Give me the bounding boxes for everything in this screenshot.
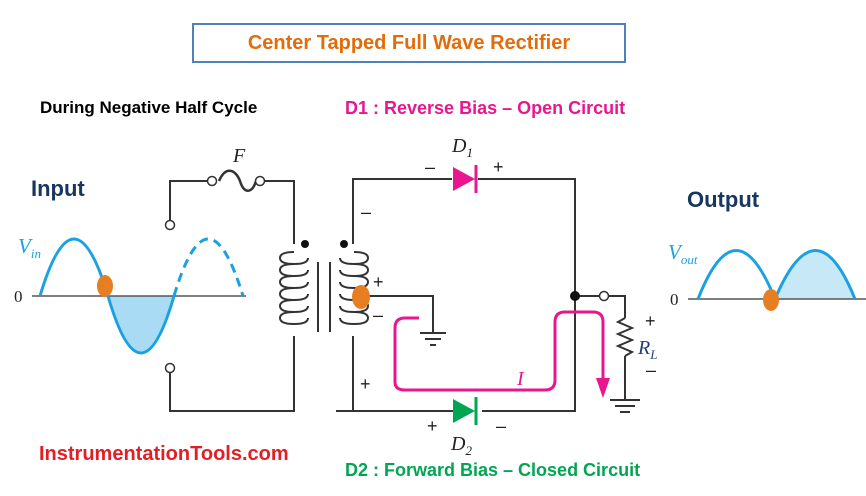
brand-label: InstrumentationTools.com (39, 443, 289, 465)
d2-symbol (453, 399, 475, 423)
secondary-bottom-polarity: + (360, 374, 371, 394)
secondary-center-minus: – (373, 305, 383, 325)
fuse-label: F (232, 145, 246, 167)
diode-d1: D1 – + (425, 135, 504, 193)
d1-label: D1 (451, 135, 473, 160)
d2-right-polarity: – (496, 416, 506, 436)
output-position-marker (763, 289, 779, 311)
input-wave-dashed (172, 237, 245, 297)
phase-label: During Negative Half Cycle (40, 98, 258, 117)
load-bottom-polarity: – (646, 360, 656, 380)
output-voltage-label: Vout (668, 240, 698, 267)
diode-d2: D2 + – (427, 397, 506, 458)
secondary-top-polarity: – (361, 202, 371, 222)
page-title: Center Tapped Full Wave Rectifier (247, 31, 571, 54)
input-terminal-top (164, 219, 176, 231)
secondary-center-plus: + (373, 272, 384, 292)
current-path: I (393, 310, 610, 398)
d1-status-label: D1 : Reverse Bias – Open Circuit (345, 98, 626, 118)
d1-left-polarity: – (425, 157, 435, 177)
secondary-circuit (336, 178, 640, 413)
input-waveform: 0 Vin (14, 234, 246, 355)
current-label: I (516, 368, 525, 390)
output-zero-label: 0 (670, 290, 679, 309)
fuse-terminal-right (254, 175, 266, 187)
input-zero-label: 0 (14, 287, 23, 306)
output-node (570, 291, 580, 301)
output-label: Output (687, 187, 760, 212)
d1-right-polarity: + (493, 157, 504, 177)
d2-label: D2 (450, 433, 472, 458)
current-arrow (596, 378, 610, 398)
output-terminal (598, 290, 610, 302)
input-voltage-label: Vin (18, 234, 41, 261)
input-label: Input (31, 176, 85, 201)
load-top-polarity: + (645, 311, 656, 331)
load-label: RL (637, 337, 657, 362)
d2-status-label: D2 : Forward Bias – Closed Circuit (345, 460, 641, 480)
input-terminal-bottom (164, 362, 176, 374)
input-position-marker (97, 275, 113, 297)
fuse-terminal-left (206, 175, 218, 187)
title-box: Center Tapped Full Wave Rectifier (192, 23, 626, 63)
d1-symbol (453, 167, 475, 191)
secondary-position-marker (352, 285, 370, 309)
primary-circuit (169, 169, 295, 412)
transformer (278, 240, 370, 332)
d2-left-polarity: + (427, 416, 438, 436)
output-waveform: 0 Vout (668, 240, 866, 311)
